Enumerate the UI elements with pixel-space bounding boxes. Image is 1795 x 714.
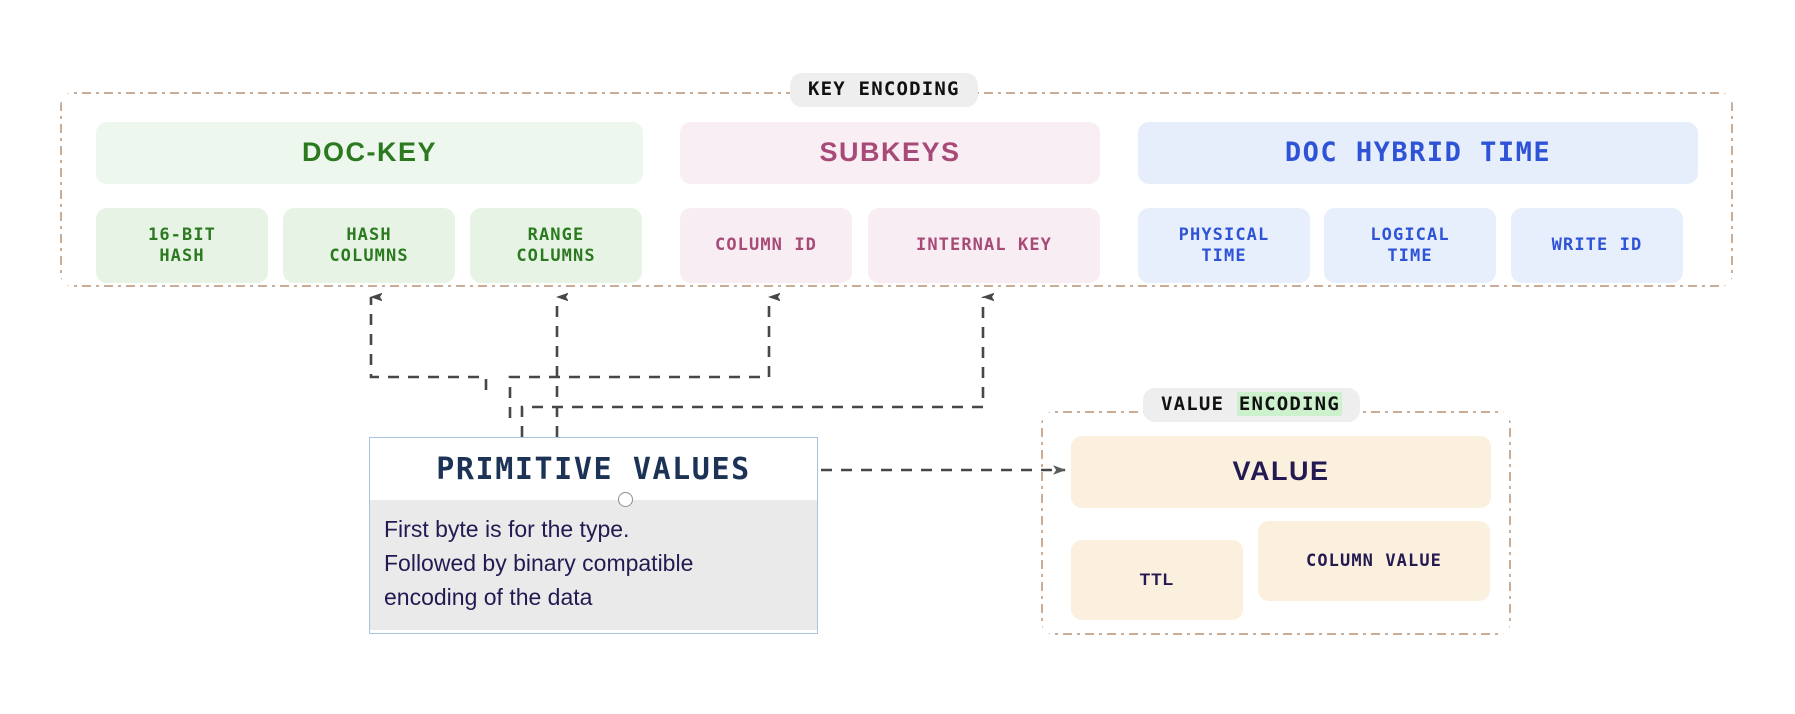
- primitive-values-resize-handle[interactable]: [618, 492, 633, 507]
- key-encoding-caption: KEY ENCODING: [790, 73, 978, 107]
- primitive-values-node[interactable]: PRIMITIVE VALUES First byte is for the t…: [369, 437, 818, 634]
- subkeys-header[interactable]: SUBKEYS: [680, 122, 1100, 184]
- doc-hybrid-time-header[interactable]: DOC HYBRID TIME: [1138, 122, 1698, 184]
- subkeys-child-internal-key[interactable]: INTERNAL KEY: [868, 208, 1100, 283]
- doc-hybrid-time-child-write-id[interactable]: WRITE ID: [1511, 208, 1683, 283]
- primitive-values-description: First byte is for the type. Followed by …: [370, 500, 817, 631]
- primitive-values-title: PRIMITIVE VALUES: [370, 438, 817, 500]
- doc-key-child-16-bit-hash[interactable]: 16-BIT HASH: [96, 208, 268, 283]
- key-encoding-caption-text: KEY ENCODING: [808, 78, 960, 100]
- value-header[interactable]: VALUE: [1071, 436, 1491, 508]
- value-encoding-caption: VALUE ENCODING: [1143, 388, 1360, 422]
- doc-hybrid-time-child-logical-time[interactable]: LOGICAL TIME: [1324, 208, 1496, 283]
- wire-to-hash-columns: [369, 297, 488, 390]
- subkeys-child-column-id[interactable]: COLUMN ID: [680, 208, 852, 283]
- value-child-column-value[interactable]: COLUMN VALUE: [1258, 521, 1490, 601]
- value-encoding-caption-plain: VALUE: [1161, 393, 1237, 415]
- value-encoding-caption-highlight: ENCODING: [1236, 392, 1342, 416]
- wire-to-internal-key: [520, 297, 983, 437]
- doc-key-child-hash-columns[interactable]: HASH COLUMNS: [283, 208, 455, 283]
- doc-key-child-range-columns[interactable]: RANGE COLUMNS: [470, 208, 642, 283]
- doc-key-header[interactable]: DOC-KEY: [96, 122, 643, 184]
- primitive-values-line-1: First byte is for the type.: [384, 516, 630, 542]
- wire-to-column-id: [508, 297, 769, 418]
- doc-hybrid-time-child-physical-time[interactable]: PHYSICAL TIME: [1138, 208, 1310, 283]
- value-child-ttl[interactable]: TTL: [1071, 540, 1243, 620]
- primitive-values-line-3: encoding of the data: [384, 584, 593, 611]
- primitive-values-line-2: Followed by binary compatible: [384, 550, 694, 577]
